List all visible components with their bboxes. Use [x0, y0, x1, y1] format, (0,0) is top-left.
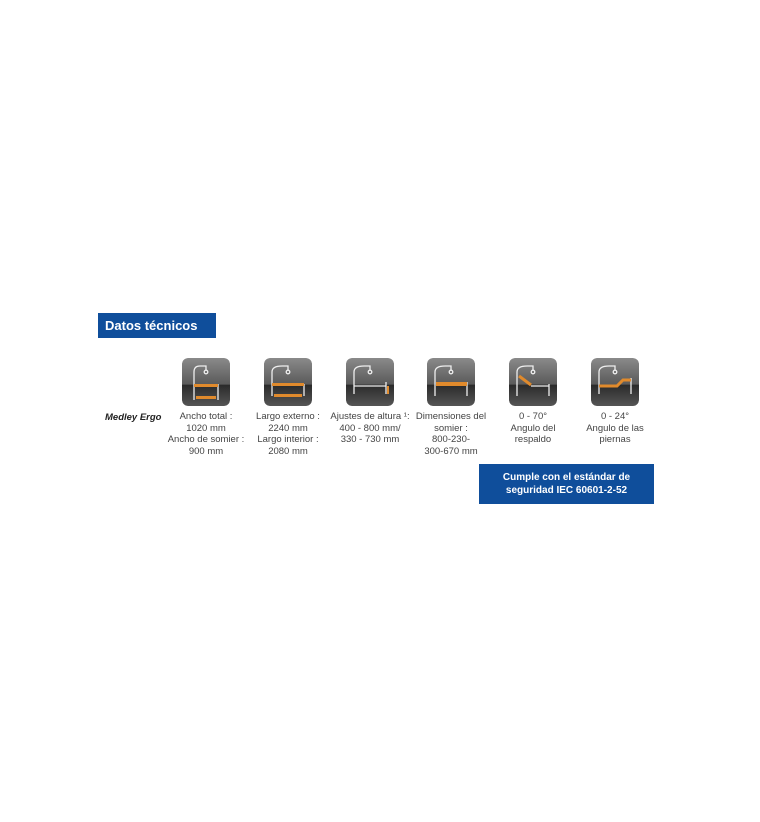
spec-text: 0 - 70° Angulo del respaldo	[510, 411, 556, 445]
spec-item: 0 - 70° Angulo del respaldo	[488, 358, 578, 446]
spec-text: Ancho total : 1020 mm Ancho de somier : …	[167, 411, 245, 457]
spec-text: Ajustes de altura ¹: 400 - 800 mm/ 330 -…	[330, 411, 410, 445]
spec-text: 0 - 24° Angulo de las piernas	[586, 411, 644, 445]
spec-item: Ancho total : 1020 mm Ancho de somier : …	[161, 358, 251, 457]
section-title: Datos técnicos	[98, 313, 216, 338]
bed-height-icon	[346, 358, 394, 406]
bed-width-icon	[182, 358, 230, 406]
standard-badge: Cumple con el estándar de seguridad IEC …	[479, 464, 654, 504]
bed-length-icon	[264, 358, 312, 406]
leg-angle-icon	[591, 358, 639, 406]
spec-item: Dimensiones del somier : 800-230- 300-67…	[406, 358, 496, 457]
backrest-angle-icon	[509, 358, 557, 406]
spec-text: Largo externo : 2240 mm Largo interior :…	[256, 411, 320, 457]
spec-item: Ajustes de altura ¹: 400 - 800 mm/ 330 -…	[325, 358, 415, 446]
spec-text: Dimensiones del somier : 800-230- 300-67…	[415, 411, 487, 457]
model-name: Medley Ergo	[105, 412, 162, 423]
spec-item: Largo externo : 2240 mm Largo interior :…	[243, 358, 333, 457]
mattress-sections-icon	[427, 358, 475, 406]
spec-item: 0 - 24° Angulo de las piernas	[570, 358, 660, 446]
